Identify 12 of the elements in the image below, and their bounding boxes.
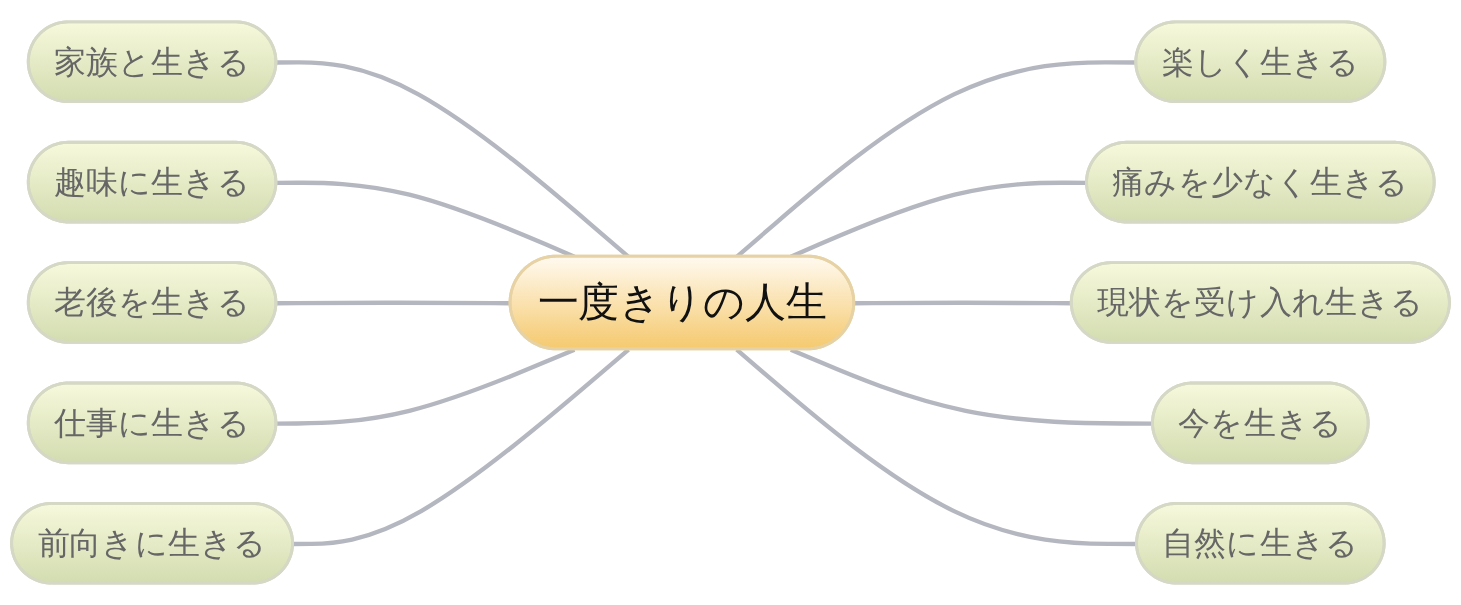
topic-bubble: 前向きに生きる [10,501,294,585]
topic-bubble: 楽しく生きる [1134,20,1387,104]
topic-bubble: 痛みを少なく生きる [1085,140,1436,224]
topic-bubble: 今を生きる [1151,381,1370,465]
topic-bubble: 自然に生きる [1135,501,1386,585]
topic-bubble: 現状を受け入れ生きる [1069,261,1451,344]
connector [276,300,511,306]
topic-bubble: 趣味に生きる [26,140,278,224]
topic-bubble: 家族と生きる [26,20,278,104]
topic-bubble: 仕事に生きる [26,381,278,465]
topic-bubble: 老後を生きる [26,261,278,344]
central-topic: 一度きりの人生 [508,254,856,351]
